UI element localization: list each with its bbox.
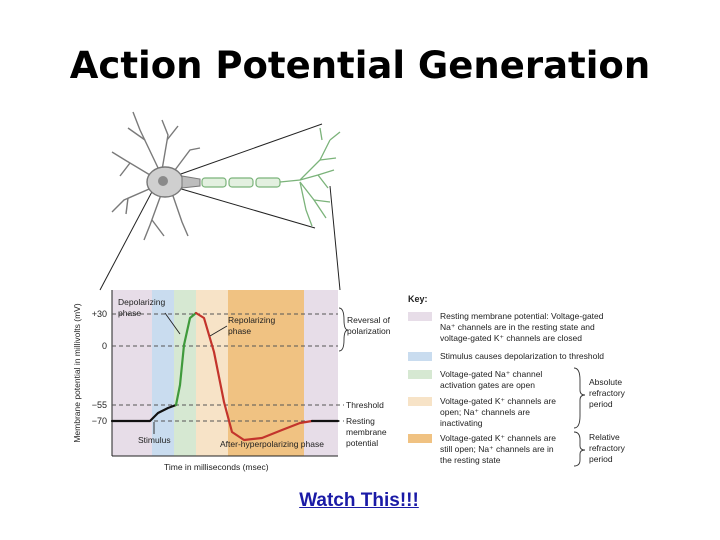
key-item-stimulus-1: Stimulus causes depolarization to thresh… bbox=[440, 351, 604, 361]
key-swatch-k-open bbox=[408, 397, 432, 406]
label-depolarizing-2: phase bbox=[118, 308, 141, 318]
key-item-resting-1: Resting membrane potential: Voltage-gate… bbox=[440, 311, 604, 321]
label-resting: Resting bbox=[346, 416, 375, 426]
key-item-resting-3: voltage-gated K⁺ channels are closed bbox=[440, 333, 582, 343]
key-item-k-still-1: Voltage-gated K⁺ channels are bbox=[440, 433, 556, 443]
dendrites bbox=[111, 111, 201, 241]
label-resting-2: membrane bbox=[346, 427, 387, 437]
label-resting-3: potential bbox=[346, 438, 378, 448]
label-repolarizing-2: phase bbox=[228, 326, 251, 336]
neuron-illustration bbox=[99, 111, 341, 291]
key-item-resting-2: Na⁺ channels are in the resting state an… bbox=[440, 322, 595, 332]
reversal-bracket bbox=[338, 307, 349, 352]
tick-zero: 0 bbox=[102, 341, 107, 351]
trace-depolarization bbox=[174, 311, 198, 407]
trace-resting bbox=[110, 403, 178, 423]
label-depolarizing: Depolarizing bbox=[118, 297, 166, 307]
label-after-hyperpolarizing: After-hyperpolarizing phase bbox=[220, 439, 324, 449]
label-stimulus: Stimulus bbox=[138, 435, 171, 445]
tick-minus70: −70 bbox=[92, 416, 107, 426]
y-axis-label: Membrane potential in millivolts (mV) bbox=[72, 303, 82, 443]
key-swatch-stimulus bbox=[408, 352, 432, 361]
voltage-trace bbox=[110, 311, 340, 442]
label-reversal-2: polarization bbox=[347, 326, 391, 336]
arrow-depolarizing bbox=[164, 312, 181, 335]
label-relative-3: period bbox=[589, 454, 613, 464]
band-k-still bbox=[228, 290, 304, 456]
nucleus bbox=[158, 176, 168, 186]
bracket-relative bbox=[573, 431, 586, 467]
key-swatch-resting bbox=[408, 312, 432, 321]
key-title: Key: bbox=[408, 294, 428, 304]
key-item-k-open-1: Voltage-gated K⁺ channels are bbox=[440, 396, 556, 406]
axon-terminals bbox=[279, 127, 341, 227]
tick-minus55: −55 bbox=[92, 400, 107, 410]
label-repolarizing: Repolarizing bbox=[228, 315, 276, 325]
label-absolute-3: period bbox=[589, 399, 613, 409]
label-relative-2: refractory bbox=[589, 443, 626, 453]
x-axis-label: Time in milliseconds (msec) bbox=[164, 462, 269, 472]
key-swatch-k-still bbox=[408, 434, 432, 443]
label-absolute-2: refractory bbox=[589, 388, 626, 398]
band-na-open bbox=[174, 290, 196, 456]
arrow-repolarizing bbox=[209, 325, 228, 337]
key-item-na-2: activation gates are open bbox=[440, 380, 535, 390]
band-resting bbox=[112, 290, 152, 456]
key-item-k-open-3: inactivating bbox=[440, 418, 483, 428]
band-k-open bbox=[196, 290, 228, 456]
bracket-absolute bbox=[573, 367, 586, 429]
zoom-line-right bbox=[329, 185, 341, 291]
zoom-ray-top bbox=[177, 123, 323, 176]
key-item-k-still-3: the resting state bbox=[440, 455, 501, 465]
key-item-k-still-2: still open; Na⁺ channels are in bbox=[440, 444, 554, 454]
slide-title: Action Potential Generation bbox=[69, 44, 651, 87]
band-resting-end bbox=[304, 290, 338, 456]
zoom-line-left bbox=[99, 185, 156, 291]
label-absolute: Absolute bbox=[589, 377, 622, 387]
axon-hillock bbox=[181, 175, 201, 189]
band-stimulus bbox=[152, 290, 174, 456]
label-reversal: Reversal of bbox=[347, 315, 391, 325]
myelinated-axon bbox=[201, 177, 281, 188]
key: Key: Resting membrane potential: Voltage… bbox=[408, 294, 626, 467]
tick-plus30: +30 bbox=[92, 309, 107, 319]
key-item-na-1: Voltage-gated Na⁺ channel bbox=[440, 369, 542, 379]
key-item-k-open-2: open; Na⁺ channels are bbox=[440, 407, 530, 417]
zoom-ray-bottom bbox=[177, 187, 316, 229]
trace-repolarization bbox=[194, 311, 314, 442]
phase-bands bbox=[112, 290, 338, 456]
label-relative: Relative bbox=[589, 432, 620, 442]
watch-this-link[interactable]: Watch This!!! bbox=[299, 490, 419, 511]
key-swatch-na bbox=[408, 370, 432, 379]
label-threshold: Threshold bbox=[346, 400, 384, 410]
